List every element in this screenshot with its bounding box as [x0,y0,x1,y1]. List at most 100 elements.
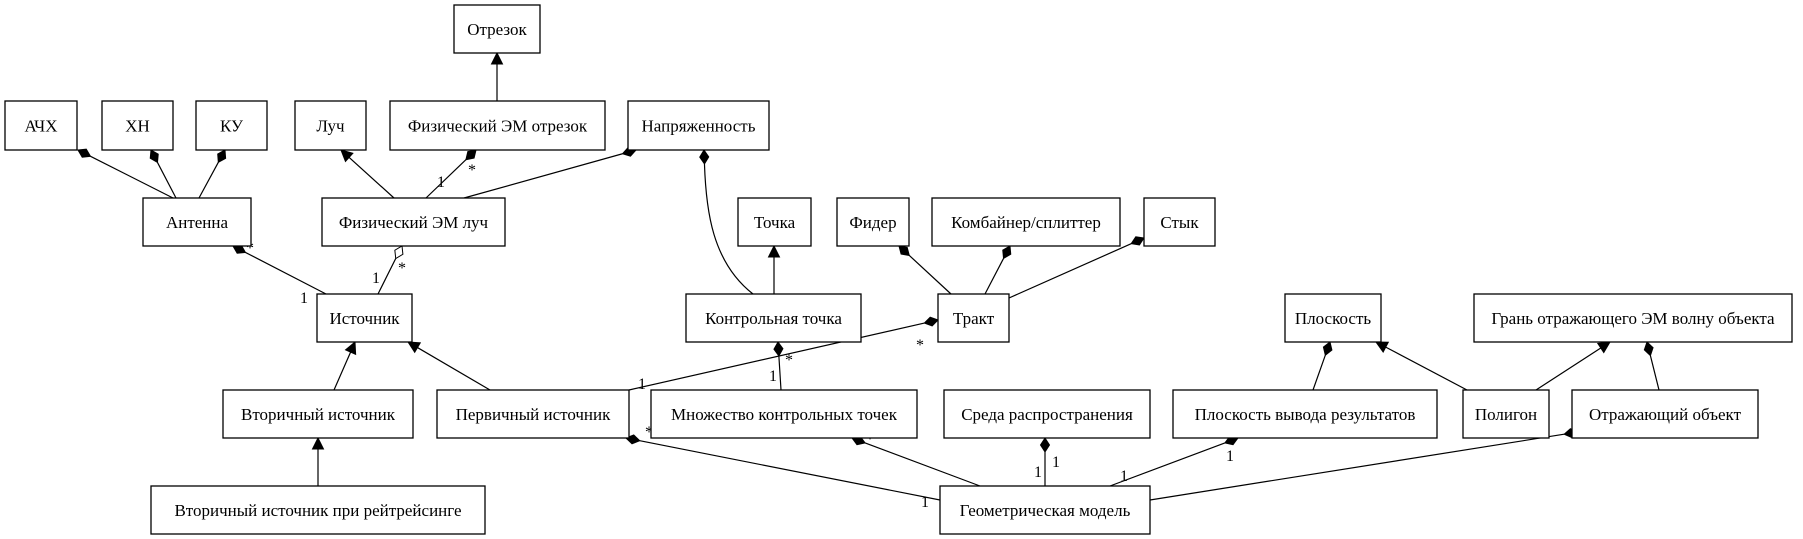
inheritance-arrowhead [344,340,357,356]
class-box-fider[interactable]: Фидер [836,197,910,247]
class-label: Плоскость вывода результатов [1195,405,1416,424]
class-box-ploskost[interactable]: Плоскость [1284,293,1382,343]
class-box-styk[interactable]: Стык [1143,197,1216,247]
class-box-border [1571,389,1759,439]
inheritance-arrowhead [340,149,354,163]
composition-diamond [465,149,477,161]
head-multiplicity: * [866,431,874,448]
edge-inheritance [767,244,781,294]
edge-composition [898,245,952,295]
tail-multiplicity: 1 [1034,464,1042,481]
composition-diamond [77,148,92,158]
tail-multiplicity: 1 [638,376,646,393]
class-box-border [939,485,1151,535]
class-box-kombainer[interactable]: Комбайнер/сплиттер [931,197,1121,247]
class-label: Плоскость [1295,309,1372,328]
class-box-gran[interactable]: Грань отражающего ЭМ волну объекта [1473,293,1793,343]
class-box-luch[interactable]: Луч [294,100,367,151]
class-label: Фидер [849,213,896,232]
edge-line [463,153,623,199]
edge-composition [77,148,174,199]
inheritance-arrowhead [407,341,422,354]
class-box-border [389,100,606,151]
class-label: Первичный источник [456,405,612,424]
edge-composition [984,245,1012,295]
class-box-kontr-tochka[interactable]: Контрольная точка [685,293,862,343]
edge-line [1385,346,1468,391]
edge-composition [1312,341,1333,391]
edge-inheritance [333,340,357,391]
class-label: Напряженность [642,117,756,136]
class-label: Комбайнер/сплиттер [951,213,1101,232]
class-box-border [453,4,541,54]
class-box-border [627,100,770,151]
class-label: Вторичный источник [241,405,396,424]
composition-diamond [1002,245,1012,260]
inheritance-arrowhead [1596,341,1611,354]
edge-inheritance [340,149,395,199]
class-label: Луч [316,117,345,136]
composition-diamond [149,149,159,164]
edge-line [1149,433,1565,501]
class-box-xn[interactable]: ХН [101,100,174,151]
edge-line [417,347,491,391]
edge-composition: 1* [232,240,327,307]
tail-multiplicity: 1 [372,270,380,287]
class-box-poligon[interactable]: Полигон [1462,389,1550,439]
class-box-border [685,293,862,343]
class-box-vtor-istochnik[interactable]: Вторичный источник [222,389,414,439]
edge-inheritance [1375,341,1468,391]
class-box-border [150,485,486,535]
edge-composition: 1* [769,341,793,391]
class-box-istochnik[interactable]: Источник [316,293,413,343]
class-box-border [1143,197,1216,247]
tail-multiplicity: 1 [1120,468,1128,485]
class-box-border [101,100,174,151]
class-box-border [931,197,1121,247]
edge-composition [463,146,637,199]
class-box-sreda[interactable]: Среда распространения [943,389,1151,439]
class-box-otr-obekt[interactable]: Отражающий объект [1571,389,1759,439]
class-box-achx[interactable]: АЧХ [4,100,78,151]
class-box-border [1172,389,1438,439]
class-box-border [943,389,1151,439]
class-box-napryazhennost[interactable]: Напряженность [627,100,770,151]
class-box-ploskost-vyvoda[interactable]: Плоскость вывода результатов [1172,389,1438,439]
edge-inheritance [1535,341,1611,391]
class-box-perv-istochnik[interactable]: Первичный источник [436,389,630,439]
inheritance-arrowhead [311,436,325,450]
class-box-trakt[interactable]: Тракт [937,293,1010,343]
head-multiplicity: * [916,337,924,354]
class-label: Вторичный источник при рейтрейсинге [174,501,461,520]
class-label: Грань отражающего ЭМ волну объекта [1491,309,1775,328]
class-box-border [836,197,910,247]
class-label: Физический ЭМ отрезок [408,117,588,136]
edge-inheritance [311,436,325,486]
edge-line [377,258,397,295]
class-box-fiz-em-otrezok[interactable]: Физический ЭМ отрезок [389,100,606,151]
composition-diamond [923,316,939,327]
class-box-geom-model[interactable]: Геометрическая модель [939,485,1151,535]
class-box-border [737,197,812,247]
edge-line [90,155,174,199]
class-box-antenna[interactable]: Антенна [142,197,252,247]
composition-diamond [898,245,910,257]
class-box-vtor-ist-ray[interactable]: Вторичный источник при рейтрейсинге [150,485,486,535]
edge-line [628,322,925,391]
class-box-tochka[interactable]: Точка [737,197,812,247]
edge-line [1649,355,1660,391]
class-box-fiz-em-luch[interactable]: Физический ЭМ луч [321,197,506,247]
tail-multiplicity: 1 [769,368,777,385]
head-multiplicity: 1 [1052,454,1060,471]
edge-inheritance [490,51,504,101]
edge-composition [198,149,227,199]
inheritance-arrowhead [767,244,781,258]
tail-multiplicity: 1 [921,494,929,511]
class-box-otrezok[interactable]: Отрезок [453,4,541,54]
class-box-ku[interactable]: КУ [195,100,268,151]
tail-multiplicity: 1 [300,290,308,307]
head-multiplicity: * [398,260,406,277]
class-box-border [222,389,414,439]
class-box-mnozh-kt[interactable]: Множество контрольных точек [650,389,918,439]
